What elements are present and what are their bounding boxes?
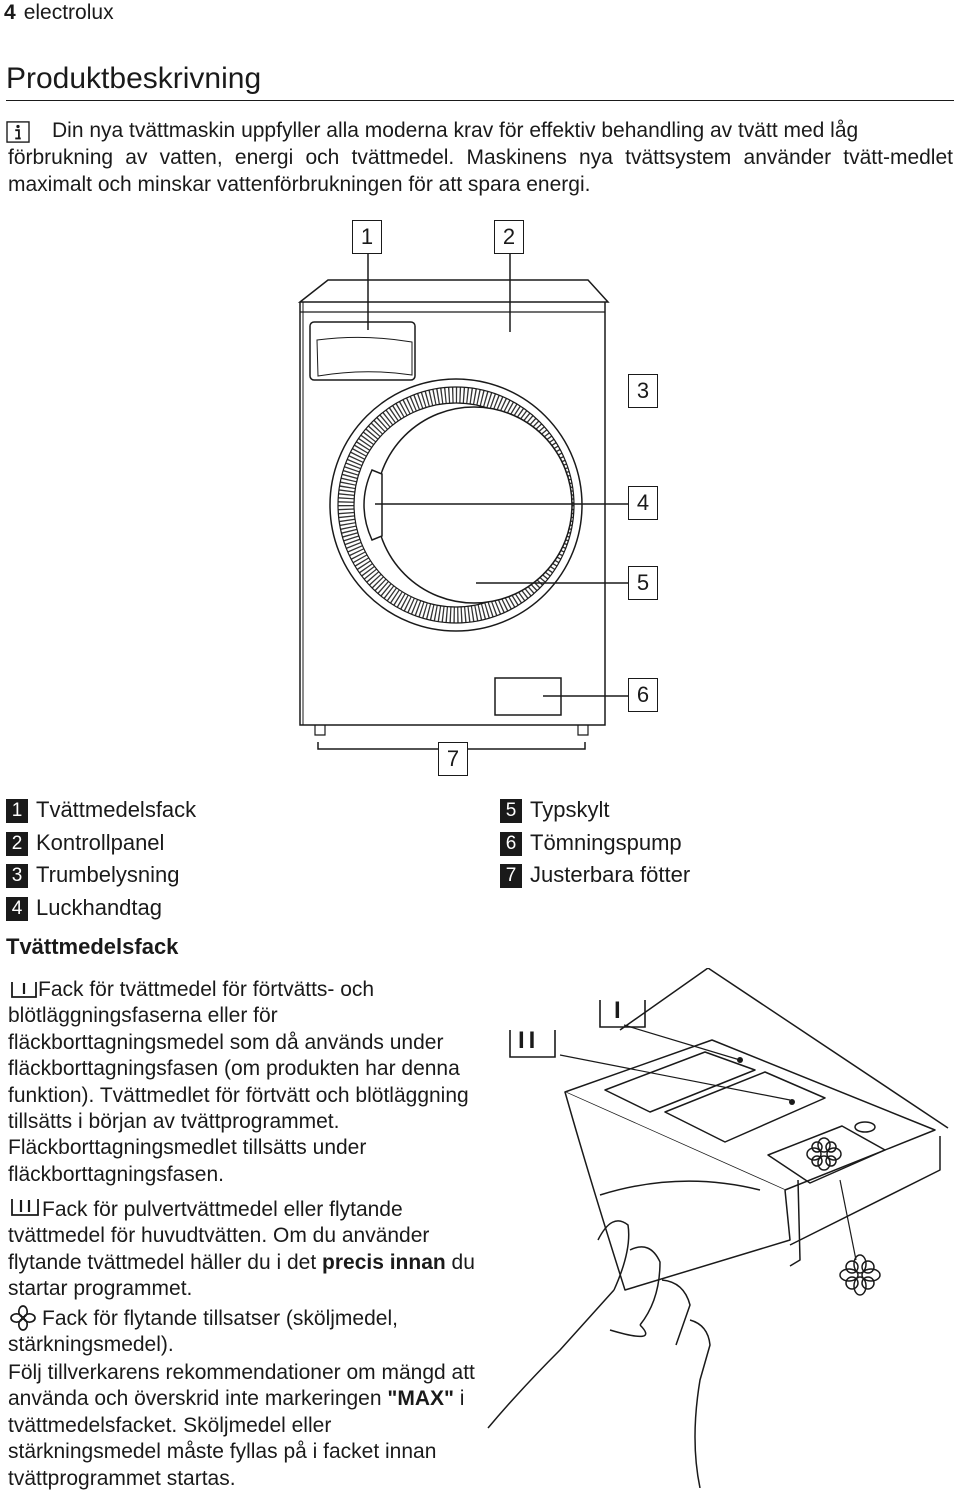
callout-7: 7 [438, 742, 468, 776]
page-header: 4 electrolux [4, 0, 114, 26]
callout-4: 4 [628, 486, 658, 520]
intro-continued: förbrukning av vatten, energi och tvättm… [8, 144, 953, 198]
callout-3: 3 [628, 374, 658, 408]
info-icon [6, 121, 30, 143]
dispenser-drawer-illustration [487, 968, 949, 1488]
flower-icon [10, 1305, 36, 1331]
compartment-I-icon [11, 982, 37, 998]
door-glass [375, 406, 573, 604]
prewash-description: Fack för tvättmedel för förtvätts- och b… [8, 978, 469, 1186]
washing-machine-diagram [297, 252, 628, 750]
callout-1: 1 [352, 220, 382, 254]
pump-flap [494, 677, 562, 716]
callout-5: 5 [628, 566, 658, 600]
callout-2: 2 [494, 220, 524, 254]
machine-top [297, 279, 610, 303]
intro-line-1: Din nya tvättmaskin uppfyller alla moder… [52, 119, 859, 142]
callout-6: 6 [628, 678, 658, 712]
brand-name: electrolux [23, 1, 114, 24]
page-number: 4 [4, 1, 16, 24]
drawer-label-I: I [614, 997, 621, 1024]
softener-description: Fack för flytande tillsatser (sköljmedel… [8, 1307, 398, 1357]
compartment-II-icon [11, 1199, 39, 1216]
machine-feet [314, 725, 589, 736]
main-wash-description: Fack för pulvertvättmedel eller flytande… [8, 1198, 475, 1301]
intro-rest: förbrukning av vatten, energi och tvättm… [8, 146, 953, 196]
title-divider [6, 100, 954, 101]
door-outer-ring [329, 378, 583, 632]
door-handle [363, 469, 383, 541]
section-heading: Tvättmedelsfack [6, 934, 179, 959]
drawer-label-II: II [518, 1027, 540, 1054]
dosage-advice: Följ tillverkarens rekommendationer om m… [8, 1361, 475, 1490]
detergent-drawer [309, 321, 416, 381]
machine-body [299, 302, 606, 726]
page-title: Produktbeskrivning [6, 62, 262, 95]
